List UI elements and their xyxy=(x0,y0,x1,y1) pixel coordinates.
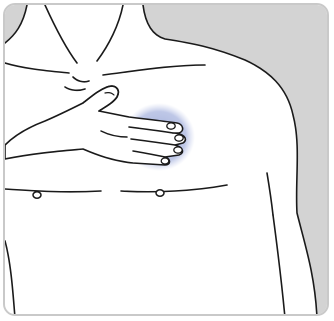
chest-hand-illustration xyxy=(5,5,329,316)
illustration-frame xyxy=(3,3,329,316)
